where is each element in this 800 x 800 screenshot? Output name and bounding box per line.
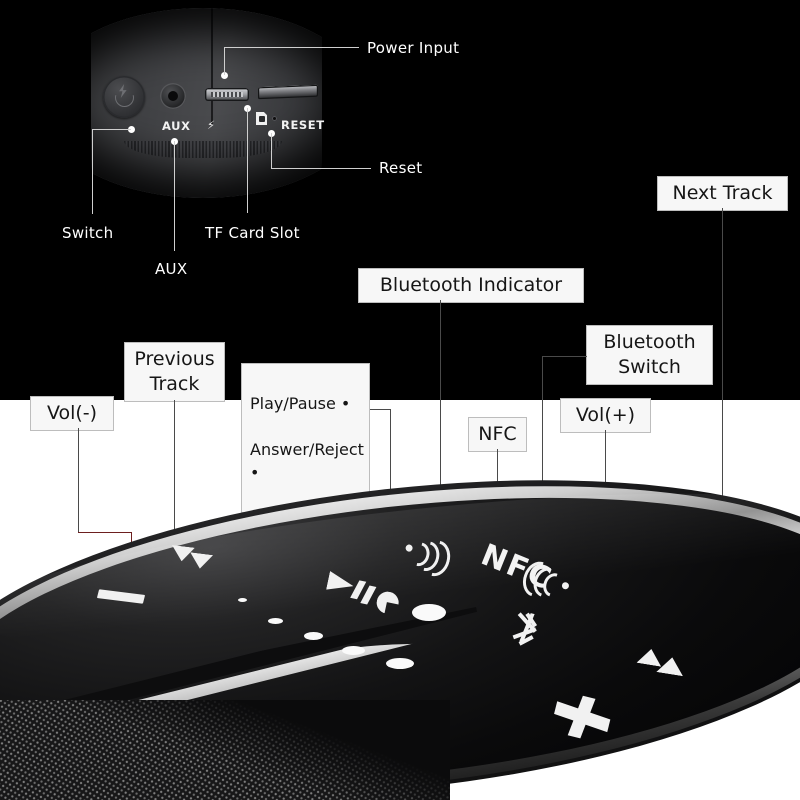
switch-leader-h <box>92 129 131 130</box>
vol-plus-box[interactable]: Vol(+) <box>560 398 651 433</box>
led-dot-5 <box>386 658 414 669</box>
switch-label: Switch <box>62 224 114 242</box>
led-dot-3 <box>304 632 323 640</box>
micro-usb-power-input-port <box>205 88 249 101</box>
play-pause-line1: Play/Pause • <box>250 394 351 413</box>
power-input-label: Power Input <box>367 39 460 57</box>
next-track-box[interactable]: Next Track <box>657 176 788 211</box>
rear-port-closeup-inset <box>38 8 368 198</box>
reset-leader-v <box>271 133 272 168</box>
play-pause-leader-h <box>370 409 391 410</box>
next-track-leader-v <box>722 208 723 520</box>
tf-card-slot-port <box>258 84 318 100</box>
led-dot-1 <box>238 598 247 602</box>
bluetooth-switch-leader-h <box>542 356 587 357</box>
body-ridge <box>123 141 283 159</box>
reset-pinhole <box>272 116 277 121</box>
led-dot-2 <box>268 618 283 624</box>
body-seam <box>211 8 213 126</box>
tf-card-icon <box>256 112 267 125</box>
switch-dot <box>128 126 135 133</box>
reset-leader-h <box>271 168 371 169</box>
bluetooth-switch-leader-v <box>542 356 543 557</box>
play-pause-line2: Answer/Reject • <box>250 440 364 482</box>
switch-leader-v <box>92 129 93 214</box>
power-switch-button[interactable] <box>103 76 145 118</box>
power-input-dot <box>221 72 228 79</box>
vol-minus-leader-v <box>78 428 79 532</box>
play-pause-box[interactable]: Play/Pause • Answer/Reject • <box>241 363 370 513</box>
usb-port-mark-icon: ⚡ <box>207 118 216 132</box>
led-dot-4 <box>342 646 365 655</box>
vol-minus-leader-h <box>78 532 132 533</box>
aux-port-mark: AUX <box>162 119 191 133</box>
power-input-leader-v <box>224 47 225 75</box>
grille-shading <box>0 700 450 800</box>
tf-card-slot-label: TF Card Slot <box>205 224 300 242</box>
aux-label: AUX <box>155 260 188 278</box>
vol-minus-box[interactable]: Vol(-) <box>30 396 114 431</box>
bluetooth-switch-box[interactable]: Bluetooth Switch <box>586 325 713 385</box>
previous-track-leader-v <box>174 400 175 533</box>
bluetooth-indicator-box[interactable]: Bluetooth Indicator <box>358 268 584 303</box>
bluetooth-indicator-led <box>412 604 446 621</box>
reset-port-mark: RESET <box>281 118 325 132</box>
tf-card-slot-leader-v <box>247 108 248 213</box>
bluetooth-indicator-leader-v <box>440 300 441 565</box>
aux-leader-v <box>174 141 175 251</box>
previous-track-box[interactable]: Previous Track <box>124 342 225 402</box>
play-pause-leader-v <box>390 409 391 549</box>
aux-jack-port <box>160 83 186 109</box>
nfc-box[interactable]: NFC <box>468 417 527 452</box>
inset-vignette <box>38 8 368 198</box>
power-bolt-icon <box>119 84 127 98</box>
speaker-grille <box>0 700 450 800</box>
power-input-leader-h <box>224 47 359 48</box>
reset-label: Reset <box>379 159 423 177</box>
